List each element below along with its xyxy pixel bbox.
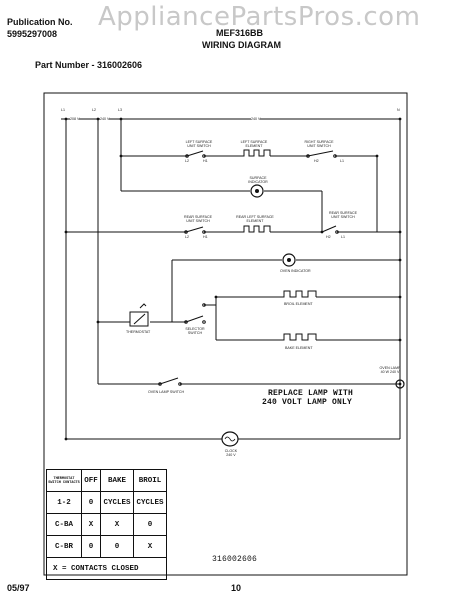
table-cell: C-BA [46,513,82,536]
terminal-l3: L3 [118,108,122,112]
label-rear-left-switch: REAR SURFACE UNIT SWITCH [184,215,212,223]
publication-label: Publication No. [7,17,73,27]
footer-date: 05/97 [7,583,30,593]
table-cell: X [100,513,134,536]
label-thermostat: THERMOSTAT [126,330,151,334]
label-surface-indicator: SURFACE INDICATOR [248,176,268,184]
table-legend: X = CONTACTS CLOSED [46,557,167,580]
mark-l2b: L2 [185,235,189,239]
switch-contact-table: THERMOSTAT SWITCH CONTACTS OFF BAKE BROI… [46,469,167,580]
table-header-bake: BAKE [100,469,134,492]
label-broil-element: BROIL ELEMENT [284,302,313,306]
table-row: C-BA X X 0 [46,513,167,536]
mark-l1a: L1 [340,159,344,163]
page-number: 10 [231,583,242,593]
table-header-broil: BROIL [133,469,167,492]
surface-indicator-symbol [250,184,264,198]
diagram-frame [43,92,408,576]
mark-h2b: H2 [326,235,331,239]
label-oven-lamp: OVEN LAMP 40 W 240 V [379,366,401,374]
label-left-element: LEFT SURFACE ELEMENT [240,140,268,148]
table-legend-row: X = CONTACTS CLOSED [46,557,167,580]
label-clock: CLOCK 240 V [224,449,238,457]
mark-l1b: L1 [341,235,345,239]
voltage-208: 208 V [70,117,80,121]
table-cell: CYCLES [133,491,167,514]
clock-symbol [221,431,239,447]
label-right-switch: RIGHT SURFACE UNIT SWITCH [304,140,334,148]
oven-indicator-symbol [282,253,296,267]
diagram-title: WIRING DIAGRAM [202,40,281,50]
broil-element-symbol [280,290,317,298]
mark-l2a: L2 [185,159,189,163]
table-row: 1-2 0 CYCLES CYCLES [46,491,167,514]
lamp-switch-symbol [158,377,182,386]
table-cell: 0 [81,491,101,514]
selector-switch-symbol [184,303,206,324]
left-surface-element-symbol [240,149,271,157]
mark-h2a: H2 [314,159,319,163]
left-surface-switch-symbol [185,150,206,158]
table-cell: X [81,513,101,536]
label-rear-left-element: REAR LEFT SURFACE ELEMENT [236,215,274,223]
lamp-note-line2: 240 VOLT LAMP ONLY [262,398,353,407]
mark-h1b: H1 [203,235,208,239]
table-cell: 0 [100,535,134,558]
model-number: MEF316BB [216,28,264,38]
voltage-240: 240 V [100,117,110,121]
table-cell: CYCLES [100,491,134,514]
table-row: C-BR 0 0 X [46,535,167,558]
rear-left-switch-symbol [184,226,206,234]
watermark: AppliancePartsPros.com [98,2,421,32]
terminal-l2: L2 [92,108,96,112]
label-left-switch: LEFT SURFACE UNIT SWITCH [185,140,213,148]
thermostat-symbol [129,303,149,327]
mark-h1a: H1 [203,159,208,163]
table-header-off: OFF [81,469,101,492]
diagram-number: 316002606 [212,555,258,564]
label-oven-indicator: OVEN INDICATOR [280,269,311,273]
rear-left-element-symbol [240,225,271,233]
right-surface-switch-symbol [306,150,337,158]
table-cell: 0 [81,535,101,558]
table-cell: C-BR [46,535,82,558]
table-cell: 0 [133,513,167,536]
label-bake-element: BAKE ELEMENT [285,346,313,350]
label-selector: SELECTOR SWITCH [185,327,205,335]
lamp-note-line1: REPLACE LAMP WITH [268,389,354,398]
terminal-n: N [397,108,400,112]
oven-lamp-symbol [395,379,405,389]
table-cell: 1-2 [46,491,82,514]
label-rear-right-switch: REAR SURFACE UNIT SWITCH [329,211,357,219]
table-header-contacts: THERMOSTAT SWITCH CONTACTS [46,469,82,492]
voltage-240b: 240 V [251,117,261,121]
bake-element-symbol [280,333,317,341]
table-cell: X [133,535,167,558]
label-lamp-switch: OVEN LAMP SWITCH [148,390,185,394]
publication-number: 5995297008 [7,29,58,39]
rear-right-switch-symbol [321,225,339,234]
terminal-l1: L1 [61,108,65,112]
part-number: Part Number - 316002606 [35,60,143,70]
